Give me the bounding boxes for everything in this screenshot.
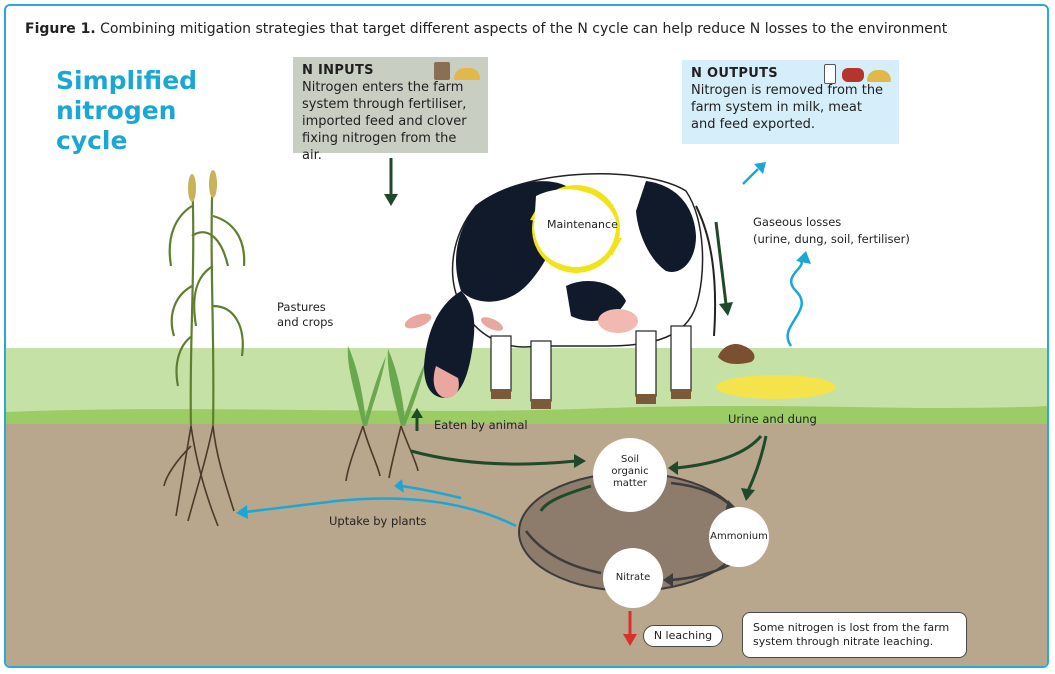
grass-edge — [6, 406, 1047, 426]
eaten-by-animal-label: Eaten by animal — [434, 418, 528, 432]
soil-om-line-2: organic — [611, 466, 649, 477]
pastures-label: Pastures — [277, 300, 326, 314]
feed-pile-icon — [454, 68, 480, 80]
dark-green-arrowheads — [384, 194, 755, 501]
nitrate-label: Nitrate — [615, 572, 651, 583]
n-inputs-body: Nitrogen enters the farm system through … — [302, 80, 467, 163]
meat-icon — [842, 68, 864, 82]
seedling-plants — [347, 346, 426, 426]
urine-and-dung-label: Urine and dung — [728, 412, 817, 426]
milk-bottle-icon — [824, 64, 836, 84]
ammonium-label: Ammonium — [710, 531, 768, 542]
n-outputs-body: Nitrogen is removed from the farm system… — [691, 83, 884, 132]
n-leaching-label: N leaching — [643, 625, 723, 647]
tall-crop-plants — [168, 170, 246, 427]
leaching-arrowhead — [623, 634, 637, 646]
plant-roots — [163, 425, 419, 527]
diagram-title: Simplified nitrogen cycle — [56, 66, 197, 156]
maintenance-label: Maintenance — [547, 218, 618, 231]
blue-arrowheads — [236, 162, 811, 519]
ammonium-node — [709, 507, 769, 567]
maintenance-bubble — [534, 189, 617, 267]
fertiliser-bag-icon — [434, 62, 450, 80]
pasture-band — [6, 348, 1047, 418]
figure-caption: Figure 1. Combining mitigation strategie… — [25, 21, 947, 37]
leaching-note: Some nitrogen is lost from the farm syst… — [742, 612, 967, 658]
n-outputs-heading: N OUTPUTS — [691, 66, 778, 81]
title-line-2: nitrogen — [56, 96, 177, 125]
soil-om-line-1: Soil — [620, 454, 640, 465]
figure-frame: Figure 1. Combining mitigation strategie… — [4, 4, 1049, 668]
dung-pat — [718, 344, 755, 365]
title-line-1: Simplified — [56, 66, 198, 95]
feed-pile-icon — [867, 70, 891, 82]
nitrate-node — [603, 548, 663, 608]
grain-heads — [188, 170, 217, 202]
caption-text: Combining mitigation strategies that tar… — [100, 21, 948, 37]
diagram-canvas — [6, 158, 1047, 666]
gaseous-losses-detail: (urine, dung, soil, fertiliser) — [753, 232, 910, 246]
title-line-3: cycle — [56, 126, 128, 155]
blue-arrows — [245, 168, 803, 528]
uptake-by-plants-label: Uptake by plants — [329, 514, 427, 528]
gaseous-losses-label: Gaseous losses — [753, 215, 842, 229]
dark-green-arrows — [389, 158, 768, 512]
soil-organic-matter-label: Soil organic matter — [596, 454, 664, 490]
crops-label: and crops — [277, 315, 334, 329]
n-inputs-heading: N INPUTS — [302, 63, 374, 78]
figure-number: Figure 1. — [25, 21, 96, 37]
soil-om-line-3: matter — [613, 478, 647, 489]
soil-organic-matter-node — [593, 438, 667, 512]
cow-illustration — [404, 173, 717, 409]
urine-puddle — [716, 375, 836, 399]
n-outputs-box: N OUTPUTS Nitrogen is removed from the f… — [682, 60, 899, 144]
